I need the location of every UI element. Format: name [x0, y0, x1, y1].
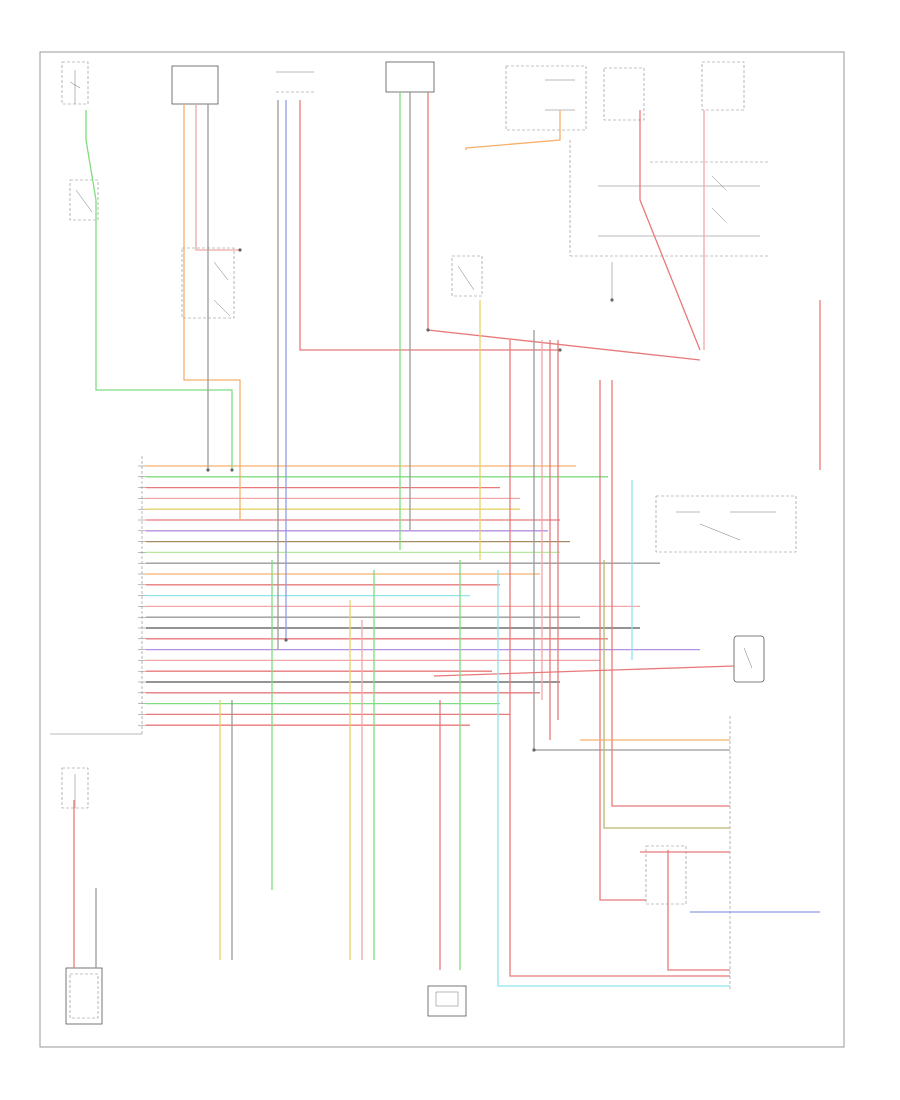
wire-red-right-top [639, 110, 701, 351]
wire-cyan-long [497, 570, 730, 987]
splice-dot [284, 638, 288, 642]
fuse-box-top-right [701, 61, 745, 111]
fuse-box-top-left [61, 61, 89, 105]
range-sensor-right [655, 495, 797, 553]
switch-left-1 [69, 179, 99, 221]
module-top-1 [171, 65, 219, 105]
wire-marks [206, 248, 614, 752]
switch-middle-2 [451, 255, 483, 297]
wire-orange-top [465, 110, 561, 150]
sensor-right-1 [733, 635, 765, 683]
relay-box-top [505, 65, 587, 131]
wire-red-center [427, 92, 701, 361]
wire-red-sensor [433, 665, 735, 677]
switch-right-bottom [645, 845, 687, 905]
wire-red-long [509, 340, 730, 977]
wire-orange [183, 104, 241, 520]
wire-red-switch [667, 850, 730, 971]
module-top-3 [385, 61, 435, 93]
splice-dot [558, 348, 562, 352]
control-module [50, 456, 143, 735]
splice-dot [532, 748, 536, 752]
wire-red-right-3 [611, 380, 730, 807]
splice-dot [426, 328, 430, 332]
splice-dot [610, 298, 614, 302]
fuse-box-top-middle [603, 67, 645, 121]
splice-dot [238, 248, 242, 252]
module-bottom-left [65, 967, 103, 1025]
wires [73, 92, 821, 987]
fuse-box-bottom-left [61, 767, 89, 809]
splice-dot [206, 468, 210, 472]
diagram-frame [39, 51, 845, 1048]
brake-switch-group [569, 140, 770, 300]
wire-pink-top [195, 104, 240, 251]
splice-dot [230, 468, 234, 472]
wire-red-top [299, 100, 560, 351]
wire-red-right-2 [599, 380, 646, 901]
control-module-pins [138, 465, 146, 726]
wire-olive [603, 560, 730, 829]
sensor-bottom-middle [427, 985, 467, 1017]
wire-green-left [85, 110, 233, 470]
connector-top-2 [276, 71, 314, 93]
